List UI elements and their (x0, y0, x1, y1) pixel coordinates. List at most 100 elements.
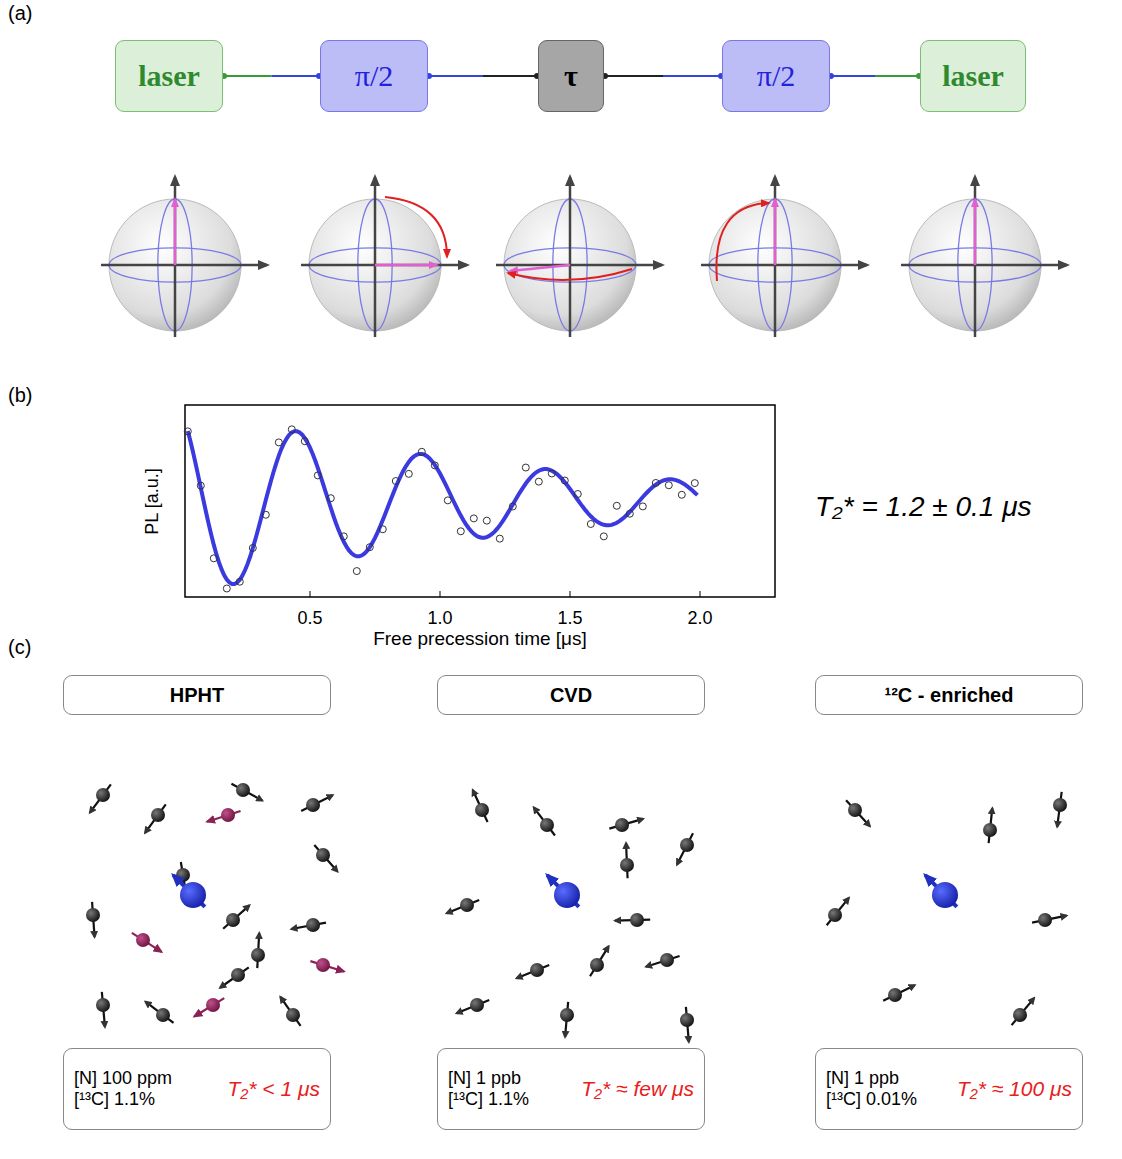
spin-dot (156, 1008, 170, 1022)
data-point (665, 482, 672, 489)
data-point (392, 478, 399, 485)
spin-vector (375, 264, 437, 267)
connector-line (830, 75, 875, 77)
connector-line (223, 75, 272, 77)
data-point (301, 438, 308, 445)
spin-dot (1013, 1008, 1027, 1022)
coherence-time: T₂* ≈ few μs (581, 1077, 694, 1101)
data-point (327, 495, 334, 502)
axis (374, 177, 377, 337)
node-text: HPHT (170, 684, 224, 707)
data-point (678, 491, 685, 498)
sample-info-box: [N] 100 ppm[¹³C] 1.1%T₂* < 1 μs (63, 1048, 331, 1130)
node-text: τ (564, 59, 578, 93)
spin-dot (475, 803, 489, 817)
spin-arrow (827, 898, 849, 925)
axis (496, 264, 662, 267)
pulse-box: π/2 (320, 40, 428, 112)
spin-dot (151, 808, 165, 822)
spin-dot (136, 933, 150, 947)
data-point (379, 526, 386, 533)
spin-arrow (145, 804, 166, 832)
spin-dot (1038, 913, 1052, 927)
spin-dot (231, 968, 245, 982)
spin-arrow (314, 845, 337, 872)
spin-bath (86, 783, 344, 1027)
spin-dot (1053, 798, 1067, 812)
data-point (574, 490, 581, 497)
spin-arrow (534, 807, 555, 835)
spin-dot (848, 803, 862, 817)
spin-dot (932, 882, 958, 908)
connector-line (272, 75, 321, 77)
spin-dot (680, 838, 694, 852)
spin-dot (96, 998, 110, 1012)
axis (301, 264, 467, 267)
spin-dot (554, 882, 580, 908)
node-text: [N] 1 ppb (448, 1068, 529, 1089)
sample-info-box: [N] 1 ppb[¹³C] 1.1%T₂* ≈ few μs (437, 1048, 705, 1130)
node-text: laser (942, 59, 1004, 93)
pulse-box: π/2 (722, 40, 830, 112)
spin-arrow (1012, 998, 1035, 1025)
spin-dot (630, 913, 644, 927)
sequence-connector (221, 73, 322, 79)
spin-arrow (220, 967, 249, 987)
spin-dot (221, 808, 235, 822)
data-point (587, 520, 594, 527)
sample-header: HPHT (63, 675, 331, 715)
bloch-sphere (101, 177, 267, 337)
data-point (535, 478, 542, 485)
connector-line (875, 75, 920, 77)
data-point (600, 533, 607, 540)
data-point (691, 480, 698, 487)
wait-box: τ (538, 40, 604, 112)
laser-box: laser (115, 40, 223, 112)
spin-dot (680, 1013, 694, 1027)
spin-dot (286, 1008, 300, 1022)
spin-vector (174, 199, 177, 265)
bloch-sphere (301, 177, 467, 337)
axis (974, 177, 977, 337)
spin-dot (615, 818, 629, 832)
tick (570, 591, 571, 597)
axis-title: PL [a.u.] (142, 468, 163, 534)
spin-arrow (90, 784, 111, 812)
sequence-connector (426, 73, 540, 79)
connector-line (663, 75, 722, 77)
spin-dot (530, 963, 544, 977)
data-point (483, 517, 490, 524)
sample-info-box: [N] 1 ppb[¹³C] 0.01%T₂* ≈ 100 μs (815, 1048, 1083, 1130)
sample-header: CVD (437, 675, 705, 715)
laser-box: laser (920, 40, 1026, 112)
data-point (366, 544, 373, 551)
connector-line (428, 75, 483, 77)
sample-header: ¹²C - enriched (815, 675, 1083, 715)
spin-dot (306, 918, 320, 932)
node-text: ¹²C - enriched (885, 684, 1014, 707)
data-point (249, 544, 256, 551)
rotation-arrow (385, 197, 447, 257)
axis (774, 177, 777, 337)
spin-arrow (846, 800, 870, 826)
node-text: [N] 100 ppm (74, 1068, 172, 1089)
data-point (275, 439, 282, 446)
connector-line (604, 75, 663, 77)
spin-vector (774, 199, 777, 265)
data-point (184, 428, 191, 435)
spin-arrow (194, 998, 224, 1016)
data-point (444, 497, 451, 504)
axis (701, 264, 867, 267)
spin-dot (180, 882, 206, 908)
spin-dot (306, 798, 320, 812)
spin-dot (590, 958, 604, 972)
data-point (236, 578, 243, 585)
spin-vector (974, 199, 977, 265)
ramsey-plot (184, 405, 775, 597)
spin-bath (447, 790, 694, 1042)
tick-label: 1.0 (427, 608, 452, 629)
spin-dot (226, 913, 240, 927)
coherence-time: T₂* < 1 μs (228, 1077, 320, 1101)
